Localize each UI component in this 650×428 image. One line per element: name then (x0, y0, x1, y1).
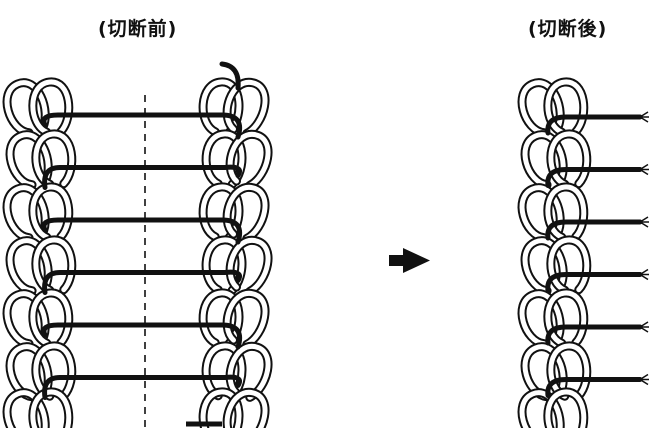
left-chain-loop (28, 77, 74, 137)
left-chain-loop (31, 235, 77, 295)
cut-yarn (545, 167, 643, 188)
frayed-end (639, 373, 649, 386)
after-chain-loop (546, 235, 592, 295)
right-chain-loop (198, 77, 244, 137)
frayed-end (639, 216, 649, 228)
weft-yarn (42, 164, 242, 190)
frayed-end (639, 268, 649, 281)
weft-yarn (42, 374, 242, 400)
after-chain-loop (517, 183, 565, 243)
after-chain-loop (520, 130, 568, 190)
left-chain-loop (5, 342, 53, 402)
left-chain-loop (28, 387, 74, 428)
right-arrow-icon (389, 248, 430, 273)
weft-yarn (42, 269, 242, 295)
after-chain-loop (543, 288, 589, 348)
left-chain-loop (5, 130, 53, 190)
left-chain-loop (2, 78, 50, 138)
cut-yarn (545, 272, 643, 293)
cut-yarn (545, 377, 643, 398)
right-chain-loop (201, 341, 247, 401)
frayed-end (639, 163, 649, 176)
cut-yarn (545, 324, 643, 346)
right-chain-loop (201, 129, 247, 189)
cut-yarn (545, 114, 643, 136)
weft-yarns-after (545, 111, 649, 398)
after-chain-loop (543, 77, 589, 137)
left-chain-loop (28, 182, 74, 242)
weft-yarn (41, 322, 243, 350)
after-knit-chain (517, 77, 592, 428)
after-chain-loop (543, 387, 589, 428)
caption-before-cutting: (切断前) (98, 18, 178, 40)
right-chain-loop (198, 182, 244, 242)
weft-yarn (41, 112, 243, 140)
right-chain-loop (222, 388, 270, 428)
right-chain-loop (198, 387, 244, 428)
frayed-end (639, 111, 649, 123)
caption-after-cutting: (切断後) (528, 18, 608, 40)
frayed-end (639, 321, 649, 333)
after-chain-loop (543, 182, 589, 242)
weft-yarns-before (41, 61, 243, 427)
after-chain-loop (517, 78, 565, 138)
after-chain-loop (546, 129, 592, 189)
left-chain-loop (31, 129, 77, 189)
after-chain-loop (520, 236, 568, 296)
right-chain-loop (198, 288, 244, 348)
left-chain-loop (2, 289, 50, 349)
left-chain-loop (2, 183, 50, 243)
weft-yarn (41, 217, 243, 245)
yarn-end-top (219, 61, 241, 91)
left-chain-loop (2, 388, 50, 428)
left-chain-loop (5, 236, 53, 296)
after-chain-loop (520, 342, 568, 402)
after-chain-loop (517, 289, 565, 349)
cut-yarn (545, 219, 643, 241)
left-chain-loop (28, 288, 74, 348)
right-knit-chain (198, 77, 273, 428)
right-chain-loop (201, 235, 247, 295)
after-chain-loop (517, 388, 565, 428)
